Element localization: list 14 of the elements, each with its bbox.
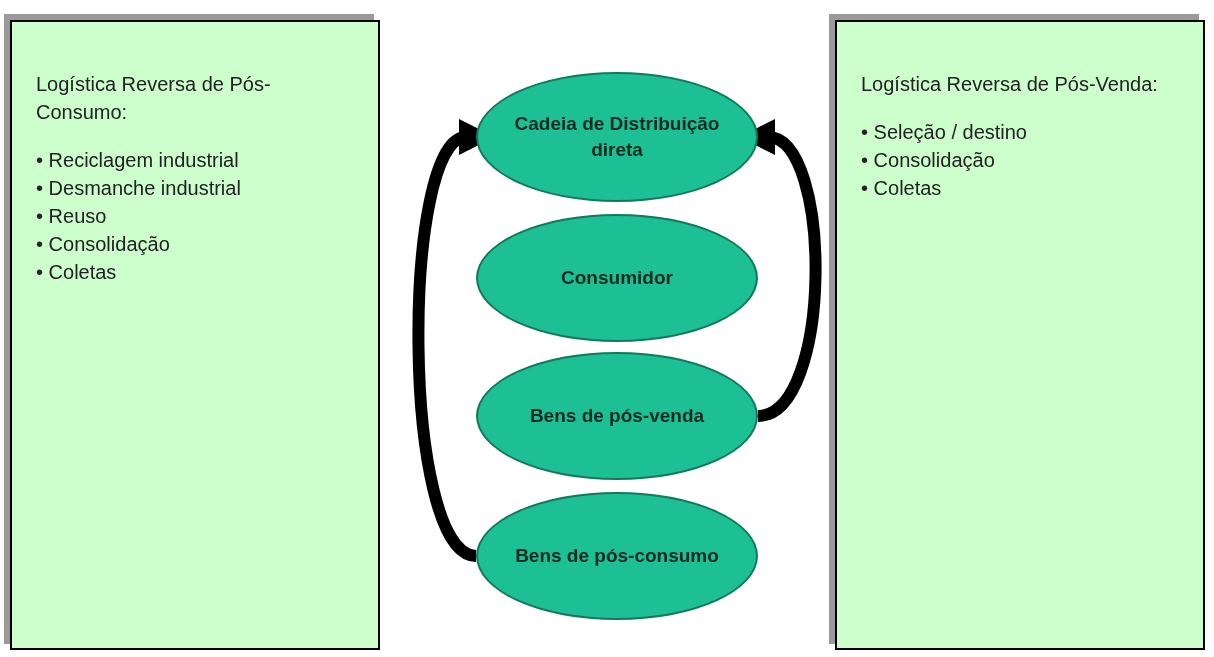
node-label: Consumidor xyxy=(561,266,673,290)
list-item: • Consolidação xyxy=(861,148,996,173)
list-item: • Reciclagem industrial xyxy=(36,148,240,173)
panel-heading: Logística Reversa de Pós-Consumo: xyxy=(36,72,272,125)
node-label: Cadeia de Distribuição direta xyxy=(513,112,721,162)
list-item: • Consolidação xyxy=(36,232,171,257)
list-item: • Seleção / destino xyxy=(861,120,1028,145)
node-label: Bens de pós-consumo xyxy=(515,544,719,568)
list-item: • Desmanche industrial xyxy=(36,176,242,201)
list-item: • Reuso xyxy=(36,204,108,229)
list-item: • Coletas xyxy=(36,260,118,285)
panel-heading: Logística Reversa de Pós-Venda: xyxy=(861,72,1159,97)
list-item: • Coletas xyxy=(861,176,943,201)
node-label: Bens de pós-venda xyxy=(529,404,705,428)
